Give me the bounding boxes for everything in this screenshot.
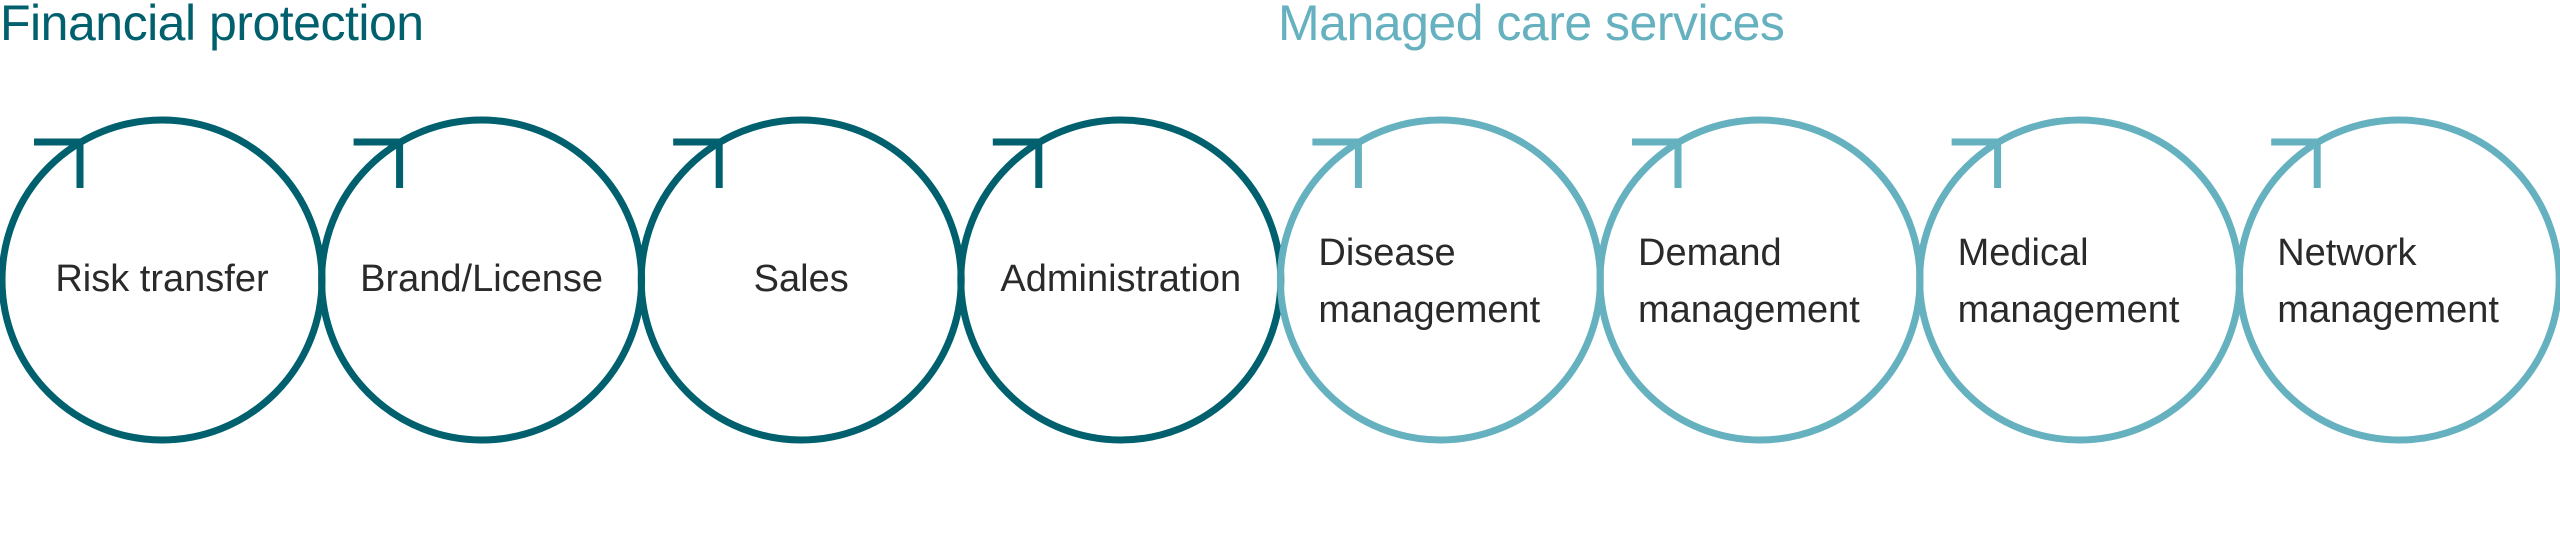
step-circle — [1596, 116, 1924, 444]
step-label: Risk transfer — [55, 258, 269, 300]
process-step: Administration — [957, 116, 1285, 444]
step-label: Network — [2277, 232, 2417, 274]
step-label: Disease — [1318, 232, 1455, 274]
process-step: Risk transfer — [0, 116, 326, 444]
arrow-icon — [992, 138, 1043, 188]
step-circle — [2235, 116, 2560, 444]
step-circle — [1276, 116, 1604, 444]
step-label: Medical — [1958, 232, 2089, 274]
process-step: Disease management — [1276, 116, 1604, 444]
step-label: management — [2277, 289, 2499, 331]
arrow-icon — [353, 138, 404, 188]
step-label: Sales — [754, 258, 849, 300]
arrow-icon — [1951, 138, 2002, 188]
step-label: Brand/License — [360, 258, 603, 300]
process-step: Demand management — [1596, 116, 1924, 444]
step-label: management — [1638, 289, 1860, 331]
process-step: Sales — [637, 116, 965, 444]
arrow-icon — [673, 138, 723, 188]
arrow-icon — [1632, 138, 1682, 188]
arrow-icon — [2271, 138, 2321, 188]
process-step: Medical management — [1916, 116, 2244, 444]
process-step: Brand/License — [318, 116, 646, 444]
process-step: Network management — [2235, 116, 2560, 444]
step-label: management — [1958, 289, 2180, 331]
step-label: management — [1318, 289, 1540, 331]
step-circle — [1916, 116, 2244, 444]
managed-care-services-heading: Managed care services — [1278, 0, 1785, 51]
step-label: Administration — [1000, 258, 1241, 300]
arrow-icon — [1312, 138, 1362, 188]
arrow-icon — [34, 138, 84, 188]
step-label: Demand — [1638, 232, 1782, 274]
financial-protection-heading: Financial protection — [0, 0, 424, 51]
